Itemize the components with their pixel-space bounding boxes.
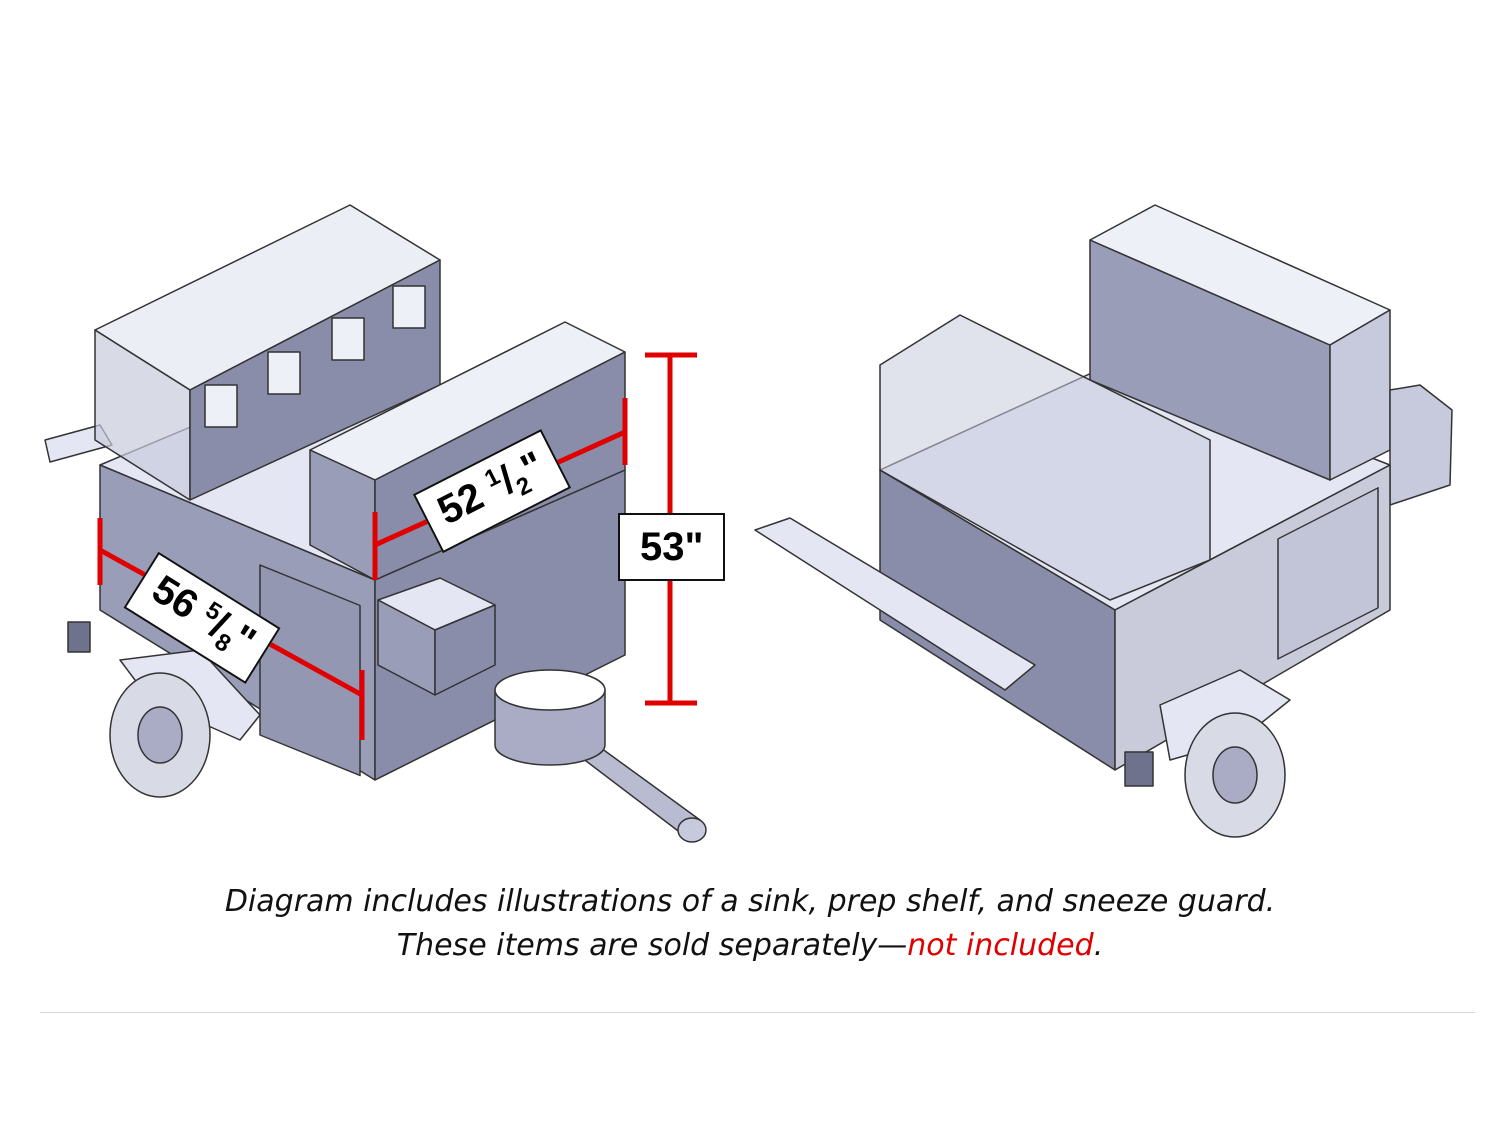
sneeze-guard [879,314,1211,601]
spare-tire-ring [494,690,606,766]
height-value: 53" [640,525,704,569]
left-cart-view [44,204,707,843]
hitch [677,817,707,843]
tail-light [67,621,91,653]
right-cart-view [754,204,1453,838]
width-whole: 52 [430,474,491,534]
length-numerator: 5 [200,596,227,627]
length-whole: 56 [144,567,206,628]
tail-light [1124,751,1154,787]
height-dimension-label: 53" [618,513,726,581]
side-sink [1389,384,1453,506]
hand-sink-side [434,604,496,696]
caption-line-2: These items are sold separately—not incl… [0,928,1500,963]
caption-line-1: Diagram includes illustrations of a sink… [224,884,1276,919]
not-included-highlight: not included [907,928,1094,963]
width-numerator: 1 [480,462,505,494]
access-door [1277,487,1379,660]
divider [40,1012,1475,1013]
caption-text: These items are sold separately— [396,928,908,963]
caption-period: . [1093,928,1104,963]
prep-shelf [754,517,1036,691]
louvers [204,285,426,428]
